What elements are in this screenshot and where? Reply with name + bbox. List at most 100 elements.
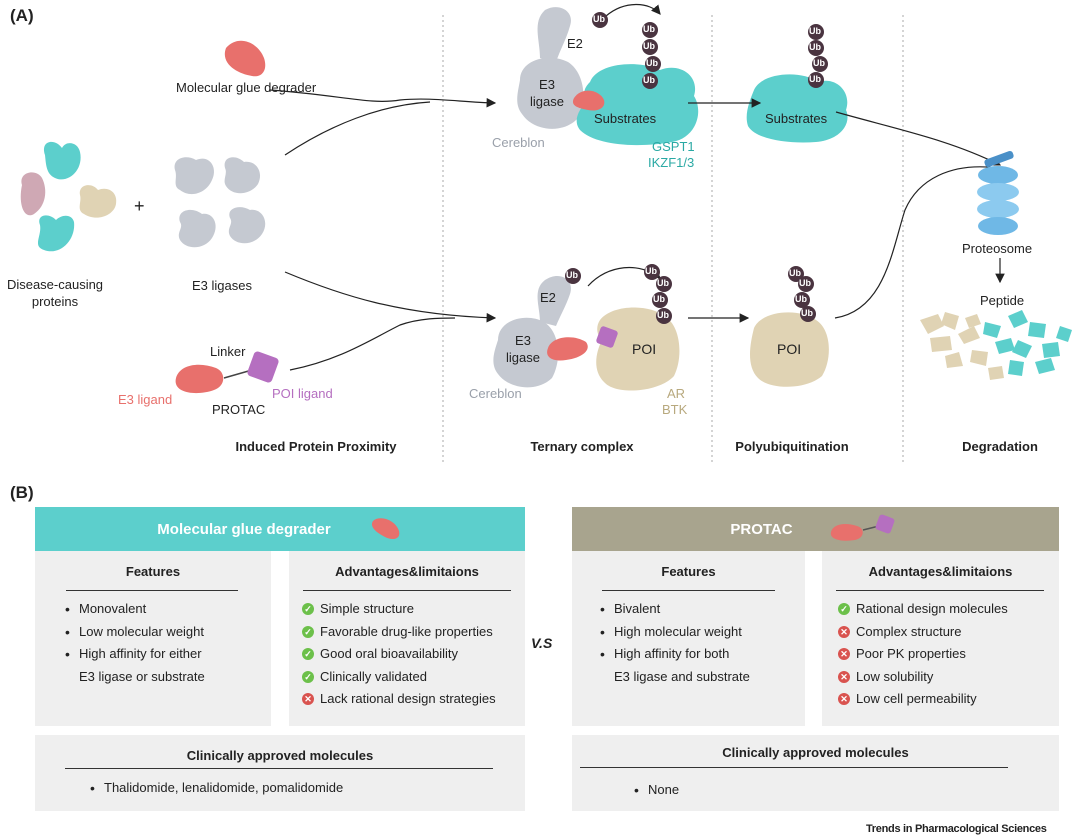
disease-protein-teal-1 [43,141,81,180]
ar-label: AR [667,386,686,401]
ub-label: Ub [593,14,605,24]
left-adv-list: ✓Simple structure ✓ Favorable drug-like p… [302,598,496,711]
right-approved-box: Clinically approved molecules None [572,735,1059,811]
ub-label: Ub [813,58,825,68]
advantage-text: Good oral bioavailability [320,646,459,661]
protac-header-text: PROTAC [730,520,793,538]
feature-item: High molecular weight [600,621,750,644]
poi-bottom [596,307,680,391]
right-features-list: Bivalent High molecular weight High affi… [600,598,750,688]
ub-label: Ub [643,24,655,34]
feature-item: E3 ligase and substrate [614,668,750,684]
molecular-glue-header-icon [371,518,399,539]
disease-proteins-label: Disease-causing proteins [0,276,110,310]
left-features-rule [66,590,238,591]
right-approved-title: Clinically approved molecules [722,745,909,760]
stage-ternary-complex: Ternary complex [530,439,634,454]
disease-protein-purple [20,172,46,216]
cross-icon: ✕ [838,670,850,683]
ub-label: Ub [789,268,801,278]
feature-item: Monovalent [65,598,205,621]
protac-linker [223,369,253,379]
journal-footer: Trends in Pharmacological Sciences [866,823,1047,835]
ub-label: Ub [643,75,655,85]
ub-label: Ub [799,278,811,288]
check-icon: ✓ [302,625,314,638]
cross-icon: ✕ [302,693,314,705]
advantage-item: ✓Simple structure [302,598,496,621]
advantage-text: Rational design molecules [856,601,1008,616]
check-icon: ✓ [838,603,850,615]
ub-label: Ub [566,270,578,280]
e3-ligase-bottom-line-2: ligase [506,350,540,365]
right-features-box: Features Bivalent High molecular weight … [572,551,805,726]
peptide-label: Peptide [980,293,1025,308]
e2-top [537,7,571,63]
limitation-text: Lack rational design strategies [320,691,496,706]
protac-e3-ligand [175,364,224,394]
e3-ligase-1 [174,157,215,195]
protac-ligand-in-complex [547,337,588,361]
mechanism-diagram [20,4,1072,462]
ub-label: Ub [646,58,658,68]
versus-label: V.S [531,635,553,651]
plus-sign: + [134,196,145,216]
substrates-poly-label: Substrates [765,111,828,126]
e3-ligase-4 [228,207,266,244]
left-approved-box: Clinically approved molecules Thalidomid… [35,735,525,811]
e3-ligase-2 [224,157,261,194]
limitation-text: Complex structure [856,623,962,639]
limitation-item: ✕Low cell permeability [838,688,1008,711]
approved-item: Thalidomide, lenalidomide, pomalidomide [90,777,343,800]
feature-item: High affinity for both [600,643,750,666]
limitation-text: Low solubility [856,668,934,684]
advantage-item: ✓ Favorable drug-like properties [302,621,496,644]
cross-icon: ✕ [838,693,850,705]
left-advantages-box: Advantages&limitaions ✓Simple structure … [289,551,525,726]
btk-label: BTK [662,402,688,417]
stage-polyubiquitination: Polyubiquitination [735,439,849,454]
limitation-item: ✕ Complex structure [838,621,1008,644]
e2-bottom-label: E2 [540,290,556,305]
protac-header: PROTAC [572,507,1059,551]
cross-icon: ✕ [838,648,850,660]
gspt1-label: GSPT1 [652,139,695,154]
linker-label: Linker [210,344,246,359]
feature-item: High affinity for either [65,643,205,666]
poi-poly [750,312,829,387]
e3-ligase-bottom-line-1: E3 [515,333,531,348]
check-icon: ✓ [302,670,314,683]
feature-item: Low molecular weight [65,621,205,644]
protac-label: PROTAC [212,402,266,417]
limitation-text: Poor PK properties [856,646,966,661]
stage-induced-proximity: Induced Protein Proximity [235,439,397,454]
left-features-box: Features Monovalent Low molecular weight… [35,551,271,726]
left-adv-title: Advantages&limitaions [335,564,479,579]
e3-ligase-top-label: E3 ligase [530,76,564,110]
protac-header-icon [830,514,895,541]
e3-ligase-top-line-1: E3 [539,77,555,92]
cross-icon: ✕ [838,625,850,638]
stage-degradation: Degradation [962,439,1038,454]
ub-label: Ub [801,308,813,318]
advantage-text: Favorable drug-like properties [320,623,493,639]
ub-label: Ub [795,294,807,304]
panel-a-letter: (A) [10,6,34,25]
right-adv-rule [836,590,1044,591]
right-approved-rule [580,767,1008,768]
panel-b-letter: (B) [10,483,34,502]
ub-label: Ub [653,294,665,304]
substrates-top-label: Substrates [594,111,657,126]
limitation-item: ✕ Lack rational design strategies [302,688,496,711]
poi-ligand-label: POI ligand [272,386,333,401]
right-approved-list: None [634,779,679,802]
ub-label: Ub [643,41,655,51]
ub-chains [565,12,828,324]
disease-protein-teal-2 [37,215,75,252]
ub-label: Ub [809,42,821,52]
e2-top-label: E2 [567,36,583,51]
advantage-text: Clinically validated [320,668,427,684]
e3-ligase-top-line-2: ligase [530,94,564,109]
e3-ligase-bottom-label: E3 ligase [506,332,540,366]
right-features-rule [602,590,775,591]
